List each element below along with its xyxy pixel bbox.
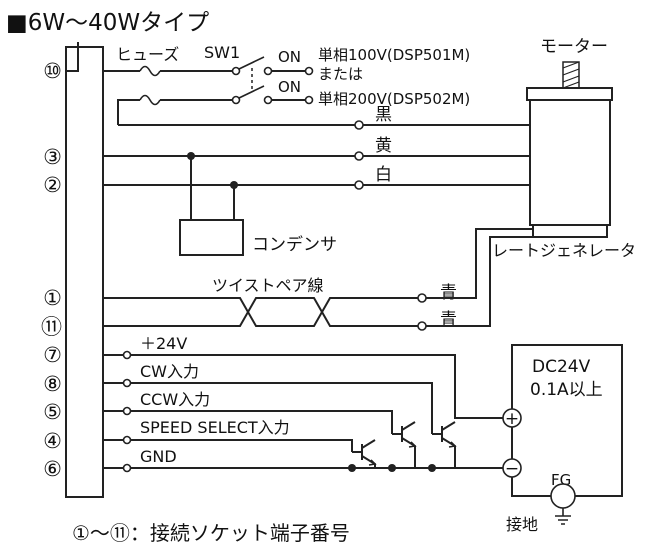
wire-cw xyxy=(131,382,433,434)
terminal-4-node xyxy=(122,435,132,445)
wire-terminal-11 xyxy=(103,297,418,327)
terminal-number-labels: ⑩ ③ ② ① ⑪ ⑦ ⑧ ⑤ ④ ⑥ xyxy=(41,59,62,481)
switch-upper-blade-icon xyxy=(238,56,265,70)
or-label: または xyxy=(318,65,363,83)
tacho-generator-icon xyxy=(532,224,608,238)
terminal-label-8: ⑧ xyxy=(43,372,62,396)
diagram-title: ■6W〜40Wタイプ xyxy=(6,10,209,36)
dc-minus-label: − xyxy=(505,459,519,479)
terminal-label-7: ⑦ xyxy=(43,343,62,367)
switch-upper-contact-left xyxy=(231,66,241,76)
dc-plus-terminal-icon xyxy=(502,408,522,428)
blue-lead-1-label: 青 xyxy=(440,283,457,303)
tacho-generator-label: レートジェネレータ xyxy=(492,241,636,260)
dc-current-label: 0.1A以上 xyxy=(530,380,603,400)
capacitor-icon xyxy=(179,219,244,256)
wire-24v-to-supply xyxy=(131,354,503,419)
terminal-label-2: ② xyxy=(43,173,62,197)
terminal-label-10: ⑩ xyxy=(43,59,62,83)
terminal-8-node xyxy=(122,378,132,388)
switch-lower-contact-right xyxy=(263,95,273,105)
terminal-7-node xyxy=(122,350,132,360)
fuse-upper-icon xyxy=(139,65,161,77)
switch-lower-contact-left xyxy=(231,95,241,105)
dc-plus-label: + xyxy=(505,409,519,429)
blue-lead-1-terminal xyxy=(417,293,427,303)
terminal-5-node xyxy=(122,406,132,416)
black-lead-label: 黒 xyxy=(375,105,392,125)
wire-blue-lead-2-to-tacho xyxy=(426,236,533,327)
terminal-label-5: ⑤ xyxy=(43,400,62,424)
fuse-label: ヒューズ xyxy=(116,45,179,64)
wire-lower-power xyxy=(117,99,140,125)
switch-lower-on-label: ON xyxy=(278,78,301,96)
white-lead-terminal xyxy=(354,180,364,190)
twisted-pair-label: ツイストペア線 xyxy=(212,276,324,295)
wire-terminal-1 xyxy=(103,297,418,327)
power-label-200v: 単相200V(DSP502M) xyxy=(318,90,470,108)
yellow-lead-label: 黄 xyxy=(375,136,392,156)
motor-shaft-icon xyxy=(562,61,580,89)
speed-select-label: SPEED SELECT入力 xyxy=(140,418,290,437)
earth-label: 接地 xyxy=(506,515,538,534)
supply-upper-terminal xyxy=(304,66,314,76)
gnd-label: GND xyxy=(140,447,177,466)
motor-body-icon xyxy=(529,99,611,226)
terminal-6-node xyxy=(122,463,132,473)
capacitor-leads xyxy=(190,156,235,220)
terminal-label-11: ⑪ xyxy=(41,315,62,339)
blue-lead-2-terminal xyxy=(417,321,427,331)
fg-terminal-icon xyxy=(550,483,576,509)
ccw-input-label: CCW入力 xyxy=(140,390,210,409)
gnd-junction-3 xyxy=(428,464,436,472)
fuse-lower-icon xyxy=(139,94,161,106)
motor-label: モーター xyxy=(540,37,608,57)
wire-terminal-10 xyxy=(66,42,140,72)
transistor-speed-select-icon xyxy=(352,439,377,468)
gnd-junction-2 xyxy=(388,464,396,472)
switch-label: SW1 xyxy=(204,43,240,62)
plus-24v-label: ＋24V xyxy=(140,334,187,353)
transistor-cw-icon xyxy=(432,421,457,468)
motor-shaft-hatch xyxy=(562,61,580,89)
switch-lower-blade-icon xyxy=(238,85,265,99)
motor-flange-icon xyxy=(526,87,613,101)
wire-ccw xyxy=(131,410,393,434)
footer-note: ①〜⑪：接続ソケット端子番号 xyxy=(72,521,350,545)
terminal-label-3: ③ xyxy=(43,145,62,169)
dc-voltage-label: DC24V xyxy=(532,357,591,377)
wire-fg xyxy=(511,477,550,497)
wire-blue-lead-1-to-tacho xyxy=(426,228,533,299)
cw-input-label: CW入力 xyxy=(140,362,199,381)
terminal-label-6: ⑥ xyxy=(43,457,62,481)
white-lead-label: 白 xyxy=(375,165,392,185)
earth-icon xyxy=(555,508,571,525)
terminal-block xyxy=(65,46,104,498)
capacitor-label: コンデンサ xyxy=(252,234,337,255)
switch-upper-contact-right xyxy=(263,66,273,76)
terminal-label-4: ④ xyxy=(43,429,62,453)
power-label-100v: 単相100V(DSP501M) xyxy=(318,46,470,64)
gnd-junction-1 xyxy=(348,464,356,472)
switch-upper-on-label: ON xyxy=(278,48,301,66)
transistor-ccw-icon xyxy=(392,421,417,468)
black-lead-terminal xyxy=(354,120,364,130)
wire-speed-select xyxy=(131,439,353,452)
yellow-lead-terminal xyxy=(354,151,364,161)
supply-lower-terminal xyxy=(304,95,314,105)
terminal-label-1: ① xyxy=(43,286,62,310)
